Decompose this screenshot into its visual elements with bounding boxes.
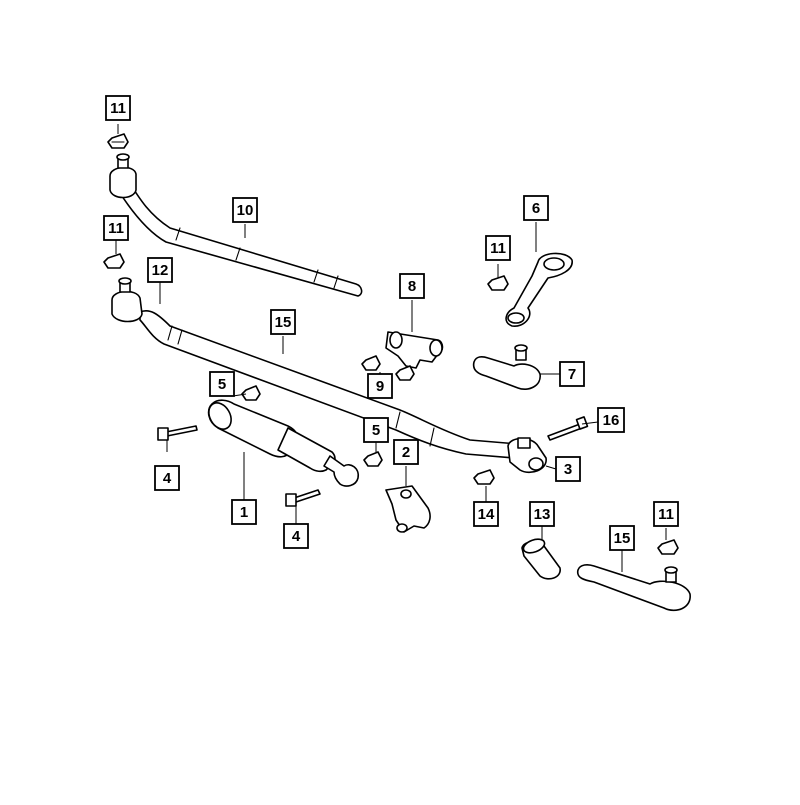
nut-11-top xyxy=(107,133,129,149)
tie-rod-upper xyxy=(117,179,363,297)
nut-11-pitman xyxy=(487,275,509,291)
callout-label: 11 xyxy=(658,506,674,523)
callout-label: 5 xyxy=(372,422,380,439)
callout-label: 4 xyxy=(292,528,301,545)
callout-label: 14 xyxy=(478,506,495,523)
callout-10: 10 xyxy=(232,197,258,223)
callout-label: 11 xyxy=(490,240,506,257)
callout-14: 14 xyxy=(473,501,499,527)
pitman-arm xyxy=(505,252,573,327)
tie-rod-end-upper-left xyxy=(109,153,137,199)
callout-label: 3 xyxy=(564,461,572,478)
callout-15-upper: 15 xyxy=(270,309,296,335)
callout-15-lower: 15 xyxy=(609,525,635,551)
bracket-2 xyxy=(385,485,431,533)
callout-label: 16 xyxy=(603,412,620,429)
nut-5-lower xyxy=(363,451,383,467)
callout-11-lower-right: 11 xyxy=(653,501,679,527)
nut-9-pair xyxy=(361,355,415,381)
callout-label: 10 xyxy=(237,202,254,219)
callout-label: 5 xyxy=(218,376,226,393)
callout-label: 11 xyxy=(110,100,126,117)
callout-label: 9 xyxy=(376,378,384,395)
callout-label: 13 xyxy=(534,506,551,523)
callout-label: 8 xyxy=(408,278,416,295)
callout-label: 12 xyxy=(152,262,169,279)
bolt-4-left xyxy=(157,425,198,441)
drag-link-end-3 xyxy=(507,437,547,474)
callout-label: 4 xyxy=(163,470,172,487)
callout-5-lower: 5 xyxy=(363,417,389,443)
callout-6: 6 xyxy=(523,195,549,221)
callout-label: 2 xyxy=(402,444,410,461)
nut-14 xyxy=(473,469,495,485)
callout-2: 2 xyxy=(393,439,419,465)
callout-12: 12 xyxy=(147,257,173,283)
callout-label: 7 xyxy=(568,366,576,383)
sleeve-13 xyxy=(521,538,561,580)
callout-label: 1 xyxy=(240,504,248,521)
adjuster-clamp-8 xyxy=(385,331,444,369)
callout-4-left: 4 xyxy=(154,465,180,491)
callout-13: 13 xyxy=(529,501,555,527)
nut-11-left xyxy=(103,253,125,269)
callout-4-bottom: 4 xyxy=(283,523,309,549)
callout-8: 8 xyxy=(399,273,425,299)
callout-11-left: 11 xyxy=(103,215,129,241)
nut-5-upper xyxy=(241,385,261,401)
callout-5-upper: 5 xyxy=(209,371,235,397)
callout-label: 6 xyxy=(532,200,540,217)
callout-9: 9 xyxy=(367,373,393,399)
tie-rod-end-15-lower xyxy=(576,564,691,612)
tie-rod-end-7 xyxy=(472,344,541,390)
callout-label: 15 xyxy=(614,530,631,547)
callout-7: 7 xyxy=(559,361,585,387)
callout-label: 11 xyxy=(108,220,124,237)
callout-11-pitman: 11 xyxy=(485,235,511,261)
steering-damper xyxy=(207,399,360,487)
tie-rod-end-left xyxy=(111,277,143,323)
bolt-16 xyxy=(547,416,589,441)
drag-link xyxy=(139,310,521,459)
callout-11-top: 11 xyxy=(105,95,131,121)
bolt-4-bottom xyxy=(285,489,321,507)
callout-1: 1 xyxy=(231,499,257,525)
nut-11-lower-right xyxy=(657,539,679,555)
callout-16: 16 xyxy=(597,407,625,433)
callout-label: 15 xyxy=(275,314,292,331)
callout-3: 3 xyxy=(555,456,581,482)
